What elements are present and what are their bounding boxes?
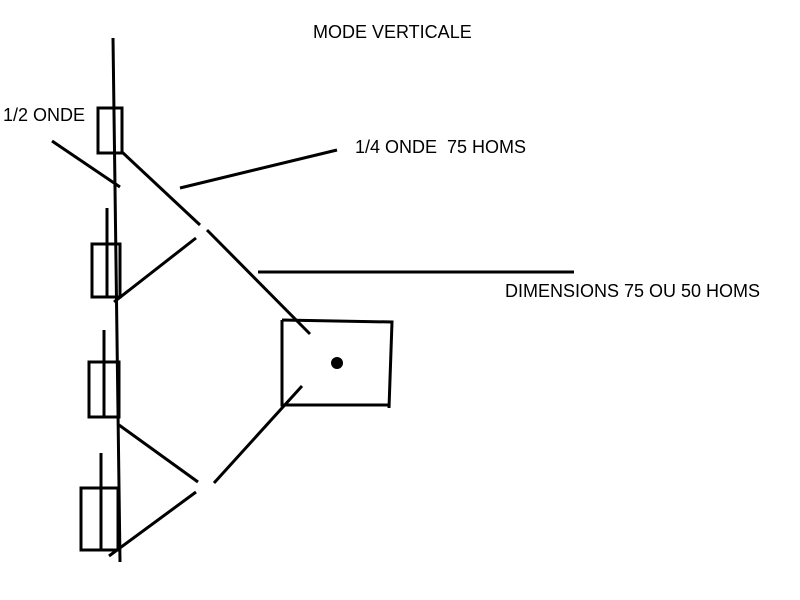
upper-harness-line-b (113, 236, 197, 304)
half-wave-pointer (51, 139, 121, 189)
lower-harness-line-a (118, 423, 199, 484)
dipole-element-1 (96, 106, 124, 155)
diagram-title: MODE VERTICALE (313, 22, 472, 42)
connector-box (280, 318, 394, 409)
lower-feed-line (212, 384, 304, 485)
lower-harness-line-b (108, 490, 197, 558)
quarter-wave-label: 1/4 ONDE 75 HOMS (355, 137, 527, 157)
quarter-wave-pointer (179, 148, 338, 190)
half-wave-label: 1/2 ONDE (3, 105, 86, 125)
dimensions-label: DIMENSIONS 75 OU 50 HOMS (505, 281, 761, 301)
upper-feed-line (205, 228, 312, 336)
connector-dot (331, 357, 343, 369)
upper-harness-line-a (120, 150, 202, 227)
